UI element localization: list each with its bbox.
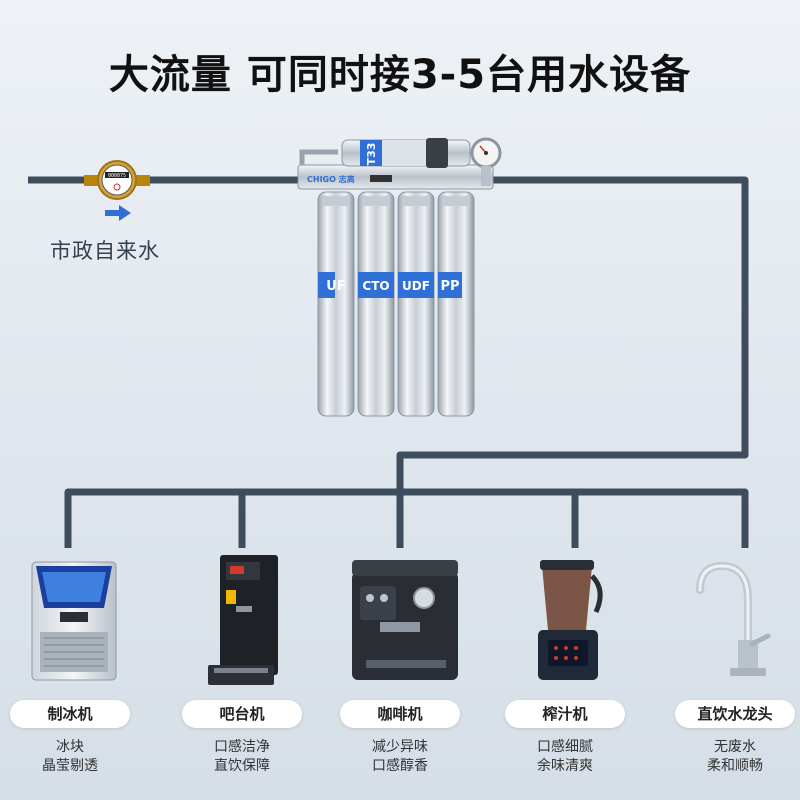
filter-canister-udf: UDF [397, 191, 435, 417]
purifier-brand: CHIGO 志高 [307, 174, 355, 184]
water-purifier: CHIGO 志高 T33 UF CTO UDF [297, 137, 502, 417]
filter-canister-cto: CTO [357, 191, 395, 417]
appliance-desc-ice-machine: 冰块 晶莹剔透 [10, 738, 130, 776]
appliance-label-coffee-machine: 咖啡机 [340, 700, 460, 728]
water-boiler-icon [208, 555, 278, 685]
appliance-desc-faucet: 无废水 柔和顺畅 [675, 738, 795, 776]
desc-line: 减少异味 [372, 739, 428, 755]
desc-line: 口感洁净 [214, 739, 270, 755]
appliance-desc-coffee-machine: 减少异味 口感醇香 [340, 738, 460, 776]
desc-line: 直饮保障 [214, 758, 270, 774]
desc-line: 晶莹剔透 [42, 758, 98, 774]
ice-machine-icon [31, 561, 117, 681]
appliance-desc-blender: 口感细腻 余味清爽 [505, 738, 625, 776]
coffee-machine-icon [352, 560, 458, 680]
meter-reading: 000075 [108, 173, 126, 179]
appliance-label-ice-machine: 制冰机 [10, 700, 130, 728]
flow-arrow-icon [105, 205, 131, 221]
desc-line: 口感醇香 [372, 758, 428, 774]
desc-line: 余味清爽 [537, 758, 593, 774]
desc-line: 无废水 [714, 739, 756, 755]
faucet-icon [696, 561, 771, 676]
filter-canister-uf: UF [317, 191, 355, 417]
pre-filter-label: T33 [365, 143, 378, 166]
filter-canister-pp: PP [437, 191, 475, 417]
water-meter-icon: 000075 [84, 160, 150, 200]
desc-line: 口感细腻 [537, 739, 593, 755]
filter-label-cto: CTO [362, 279, 389, 293]
pipe-network [28, 176, 749, 548]
filter-label-udf: UDF [402, 279, 430, 293]
appliance-label-faucet: 直饮水龙头 [675, 700, 795, 728]
source-label: 市政自来水 [50, 239, 160, 263]
blender-icon [538, 560, 603, 680]
filter-label-pp: PP [440, 279, 459, 294]
filter-label-uf: UF [326, 279, 345, 294]
appliance-label-blender: 榨汁机 [505, 700, 625, 728]
appliance-desc-water-boiler: 口感洁净 直饮保障 [182, 738, 302, 776]
desc-line: 柔和顺畅 [707, 758, 763, 774]
desc-line: 冰块 [56, 739, 84, 755]
appliance-label-water-boiler: 吧台机 [182, 700, 302, 728]
page-title: 大流量 可同时接3-5台用水设备 [108, 52, 692, 98]
